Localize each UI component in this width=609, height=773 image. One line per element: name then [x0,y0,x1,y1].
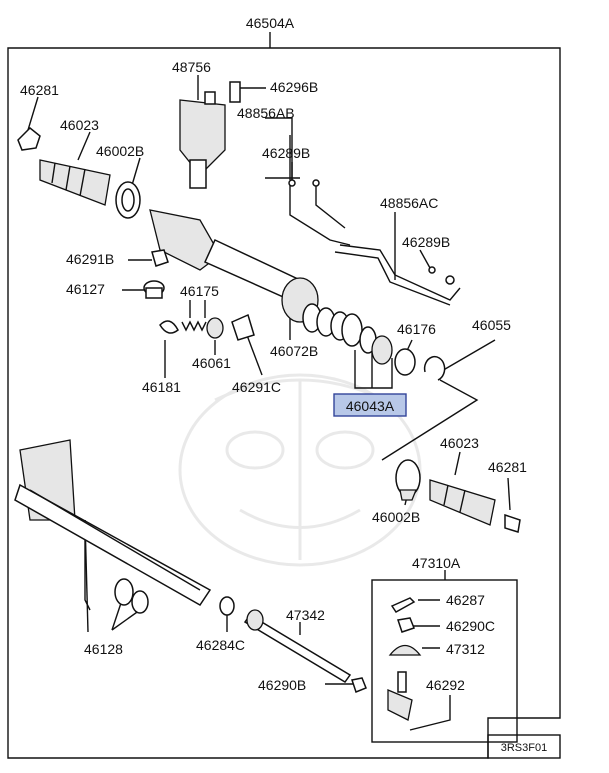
band-46002b-top [115,181,141,219]
pinion-valve-48756 [179,91,226,189]
callout-46290c[interactable]: 46290C [446,618,495,634]
assembly-label: 46504A [246,15,295,31]
yoke-46061 [206,317,224,339]
housing-rack-lower [14,439,212,606]
spring-46175 [181,320,207,332]
band-46002b-bottom [395,459,421,501]
callout-46292[interactable]: 46292 [426,677,465,693]
housing-rack-upper [149,209,319,323]
cover-46291c [231,313,255,341]
callout-46055[interactable]: 46055 [472,317,511,333]
watermark-emblem [178,373,422,567]
figure-code: 3RS3F01 [501,742,547,754]
callout-46128[interactable]: 46128 [84,641,123,657]
bolt-46296b [229,81,241,103]
callout-47310a[interactable]: 47310A [412,555,461,571]
figure-code-box [487,734,561,759]
callout-46296b[interactable]: 46296B [270,79,318,95]
tie-rod-47342 [243,609,352,683]
callout-46023-bottom[interactable]: 46023 [440,435,479,451]
callout-46002b-top[interactable]: 46002B [96,143,144,159]
callout-46287[interactable]: 46287 [446,592,485,608]
washer-46181 [159,320,179,334]
callout-46072b[interactable]: 46072B [270,343,318,359]
callout-48856ac[interactable]: 48856AC [380,195,438,211]
bushing-46176 [394,348,416,376]
callout-48856ab[interactable]: 48856AB [237,105,295,121]
rings-46128 [114,578,149,614]
callout-46291c[interactable]: 46291C [232,379,281,395]
nut-46290b [351,677,367,693]
callout-46023-top[interactable]: 46023 [60,117,99,133]
assembly-frame [7,47,561,759]
dust-cover-47312 [388,644,422,656]
callout-46175[interactable]: 46175 [180,283,219,299]
highlighted-part-label[interactable]: 46043A [346,398,395,414]
callout-46281-bottom[interactable]: 46281 [488,459,527,475]
plug-46127 [143,280,165,299]
callout-46284c[interactable]: 46284C [196,637,245,653]
tie-rod-end-46292 [387,671,413,721]
callout-46181[interactable]: 46181 [142,379,181,395]
boot-46023-top [39,159,111,206]
callout-47342[interactable]: 47342 [286,607,325,623]
callout-46127[interactable]: 46127 [66,281,105,297]
seals-46043a [341,313,393,365]
cap-46291b [151,249,169,267]
callout-46061[interactable]: 46061 [192,355,231,371]
callout-48756[interactable]: 48756 [172,59,211,75]
callout-46291b[interactable]: 46291B [66,251,114,267]
snap-ring-46055 [423,355,446,381]
callout-46289b-right[interactable]: 46289B [402,234,450,250]
pipe-48856ac [334,244,461,306]
callout-46290b[interactable]: 46290B [258,677,306,693]
clamp-46281-top [17,126,41,151]
nut-46290c [397,617,415,633]
callout-46176[interactable]: 46176 [397,321,436,337]
pipe-48856ab [288,179,351,246]
cotter-pin-46287 [390,597,416,613]
callout-46002b-bottom[interactable]: 46002B [372,509,420,525]
clamp-46281-bottom [504,513,521,533]
callout-46289b-top[interactable]: 46289B [262,145,310,161]
callout-47312[interactable]: 47312 [446,641,485,657]
callout-46281-top[interactable]: 46281 [20,82,59,98]
ring-46284c [219,596,235,616]
boot-46023-bottom [429,479,496,526]
highlight-box [333,393,407,417]
